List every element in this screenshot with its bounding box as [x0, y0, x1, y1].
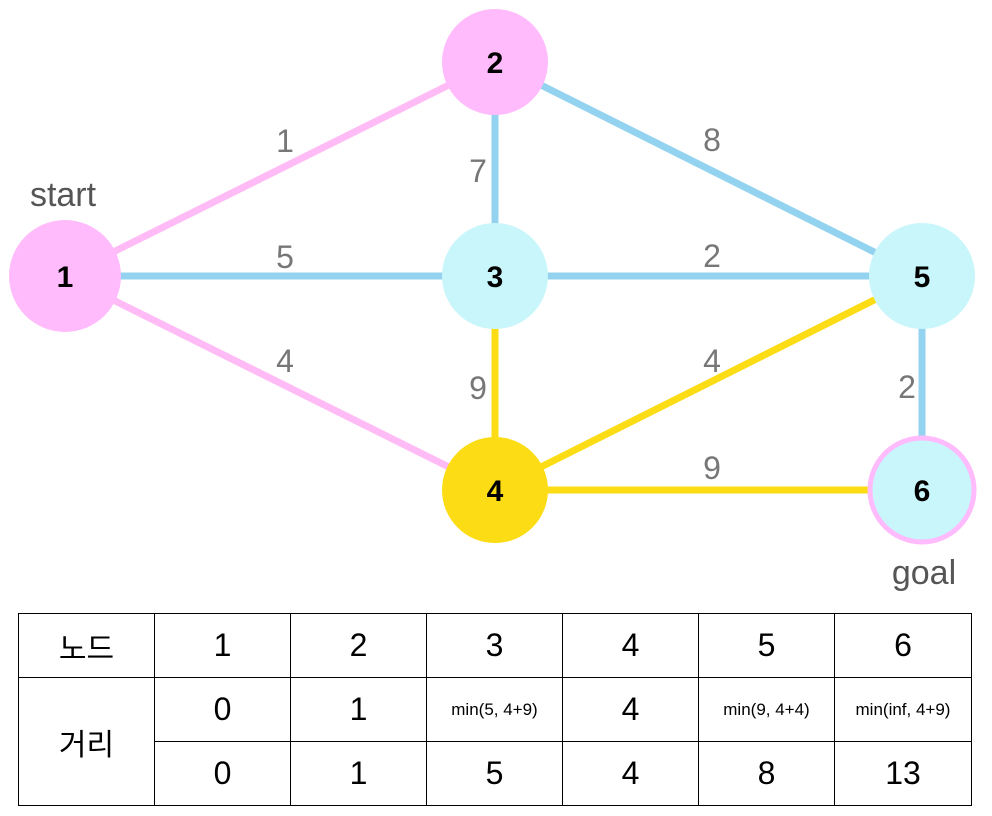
node-id-cell: 3 [426, 613, 563, 678]
node-5 [869, 223, 975, 329]
table-row-distance-1: 거리 0 1 min(5, 4+9) 4 min(9, 4+4) min(inf… [18, 677, 972, 806]
node-header-cell: 노드 [18, 613, 155, 678]
node-id-cell: 4 [562, 613, 699, 678]
edge-1-3-weight: 5 [276, 239, 294, 275]
node-4-label: 4 [487, 475, 504, 508]
edge-3-5-weight: 2 [703, 238, 721, 274]
edge-1-4 [63, 272, 497, 494]
node-5-label: 5 [914, 261, 931, 294]
edge-3-4-weight: 9 [469, 370, 487, 406]
table-row-nodes: 노드 1 2 3 4 5 6 [18, 613, 972, 678]
edge-4-6-weight: 9 [703, 450, 721, 486]
node-3-label: 3 [487, 261, 504, 294]
distance-cell: 0 [154, 741, 291, 806]
edge-2-5 [493, 58, 924, 280]
node-6 [867, 435, 977, 545]
edge-1-4-weight: 4 [276, 343, 294, 379]
distance-table: 노드 1 2 3 4 5 6 거리 0 1 min(5, 4+9) 4 min(… [18, 613, 972, 806]
distance-cell: min(inf, 4+9) [834, 677, 972, 742]
distance-cell: min(5, 4+9) [426, 677, 563, 742]
distance-cell: 1 [290, 677, 427, 742]
distance-cell: 0 [154, 677, 291, 742]
distance-cell: 1 [290, 741, 427, 806]
node-2-label: 2 [487, 47, 504, 80]
edge-1-2-weight: 1 [276, 123, 294, 159]
distance-cell: 4 [562, 741, 699, 806]
node-id-cell: 5 [698, 613, 835, 678]
edge-4-5 [493, 272, 924, 494]
graph-diagram: 1 5 4 7 8 2 9 4 9 2 1 2 3 4 5 6 start go… [9, 9, 977, 592]
node-3 [442, 223, 548, 329]
edge-5-6-weight: 2 [898, 369, 916, 405]
distance-header-cell: 거리 [18, 677, 155, 806]
edge-2-3-weight: 7 [469, 153, 487, 189]
node-1 [9, 220, 121, 332]
node-6-label: 6 [914, 475, 931, 508]
distance-cell: 5 [426, 741, 563, 806]
node-id-cell: 2 [290, 613, 427, 678]
node-1-label: 1 [57, 261, 74, 294]
distance-cell: 8 [698, 741, 835, 806]
node-id-cell: 1 [154, 613, 291, 678]
start-caption: start [30, 176, 97, 214]
node-4 [442, 437, 548, 543]
node-id-cell: 6 [834, 613, 972, 678]
distance-cell: min(9, 4+4) [698, 677, 835, 742]
edge-2-5-weight: 8 [703, 122, 721, 158]
distance-cell: 4 [562, 677, 699, 742]
table-row-distance-2: 0 1 5 4 8 13 [19, 741, 972, 806]
goal-caption: goal [892, 554, 956, 592]
edge-1-2 [63, 58, 497, 280]
edge-4-5-weight: 4 [703, 343, 721, 379]
distance-cell: 13 [834, 741, 972, 806]
node-2 [442, 9, 548, 115]
